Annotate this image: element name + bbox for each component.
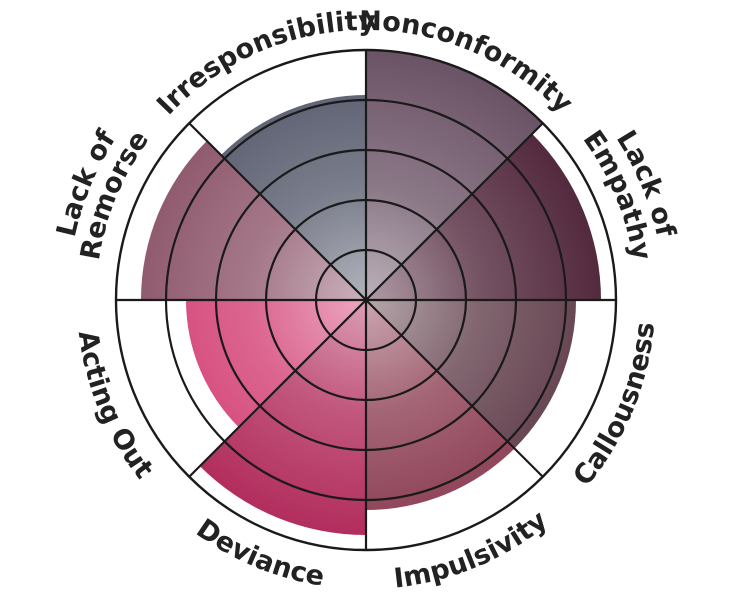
grid-group (114, 48, 618, 552)
spoke-line (188, 299, 367, 478)
spoke-line (365, 299, 544, 478)
spoke-line (365, 122, 544, 301)
spoke-line (188, 122, 367, 301)
